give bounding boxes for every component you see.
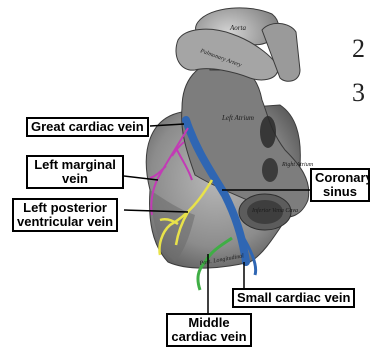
left-marginal-vein-label: Left marginal vein	[26, 155, 124, 189]
coronary-sinus-text-1: Coronary	[315, 171, 365, 185]
pulmonary-vein-opening	[260, 116, 276, 148]
coronary-sinus-text-2: sinus	[315, 185, 365, 199]
left-posterior-ventricular-vein-text-1: Left posterior	[17, 201, 113, 215]
left-marginal-vein-text-2: vein	[31, 172, 119, 186]
middle-cardiac-vein-label: Middle cardiac vein	[166, 313, 252, 347]
left-posterior-ventricular-vein-text-2: ventricular vein	[17, 215, 113, 229]
right-atrium-inscription: Right Atrium	[281, 162, 314, 168]
coronary-sinus-label: Coronary sinus	[310, 168, 370, 202]
small-cardiac-vein-text: Small cardiac vein	[237, 290, 350, 305]
left-marginal-vein-text-1: Left marginal	[31, 158, 119, 172]
middle-cardiac-vein-text-2: cardiac vein	[171, 330, 247, 344]
great-cardiac-vein-text: Great cardiac vein	[31, 119, 144, 134]
edge-number-2: 2	[352, 34, 365, 64]
aorta-inscription: Aorta	[229, 24, 246, 32]
small-cardiac-vein-label: Small cardiac vein	[232, 288, 355, 308]
left-posterior-ventricular-vein-label: Left posterior ventricular vein	[12, 198, 118, 232]
edge-number-3: 3	[352, 78, 365, 108]
pulmonary-vein-opening	[262, 158, 278, 182]
left-atrium-inscription: Left Atrium	[221, 114, 254, 122]
middle-cardiac-vein-text-1: Middle	[171, 316, 247, 330]
inferior-vena-cava-inscription: Inferior Vena Cava	[251, 207, 298, 214]
great-cardiac-vein-label: Great cardiac vein	[26, 117, 149, 137]
